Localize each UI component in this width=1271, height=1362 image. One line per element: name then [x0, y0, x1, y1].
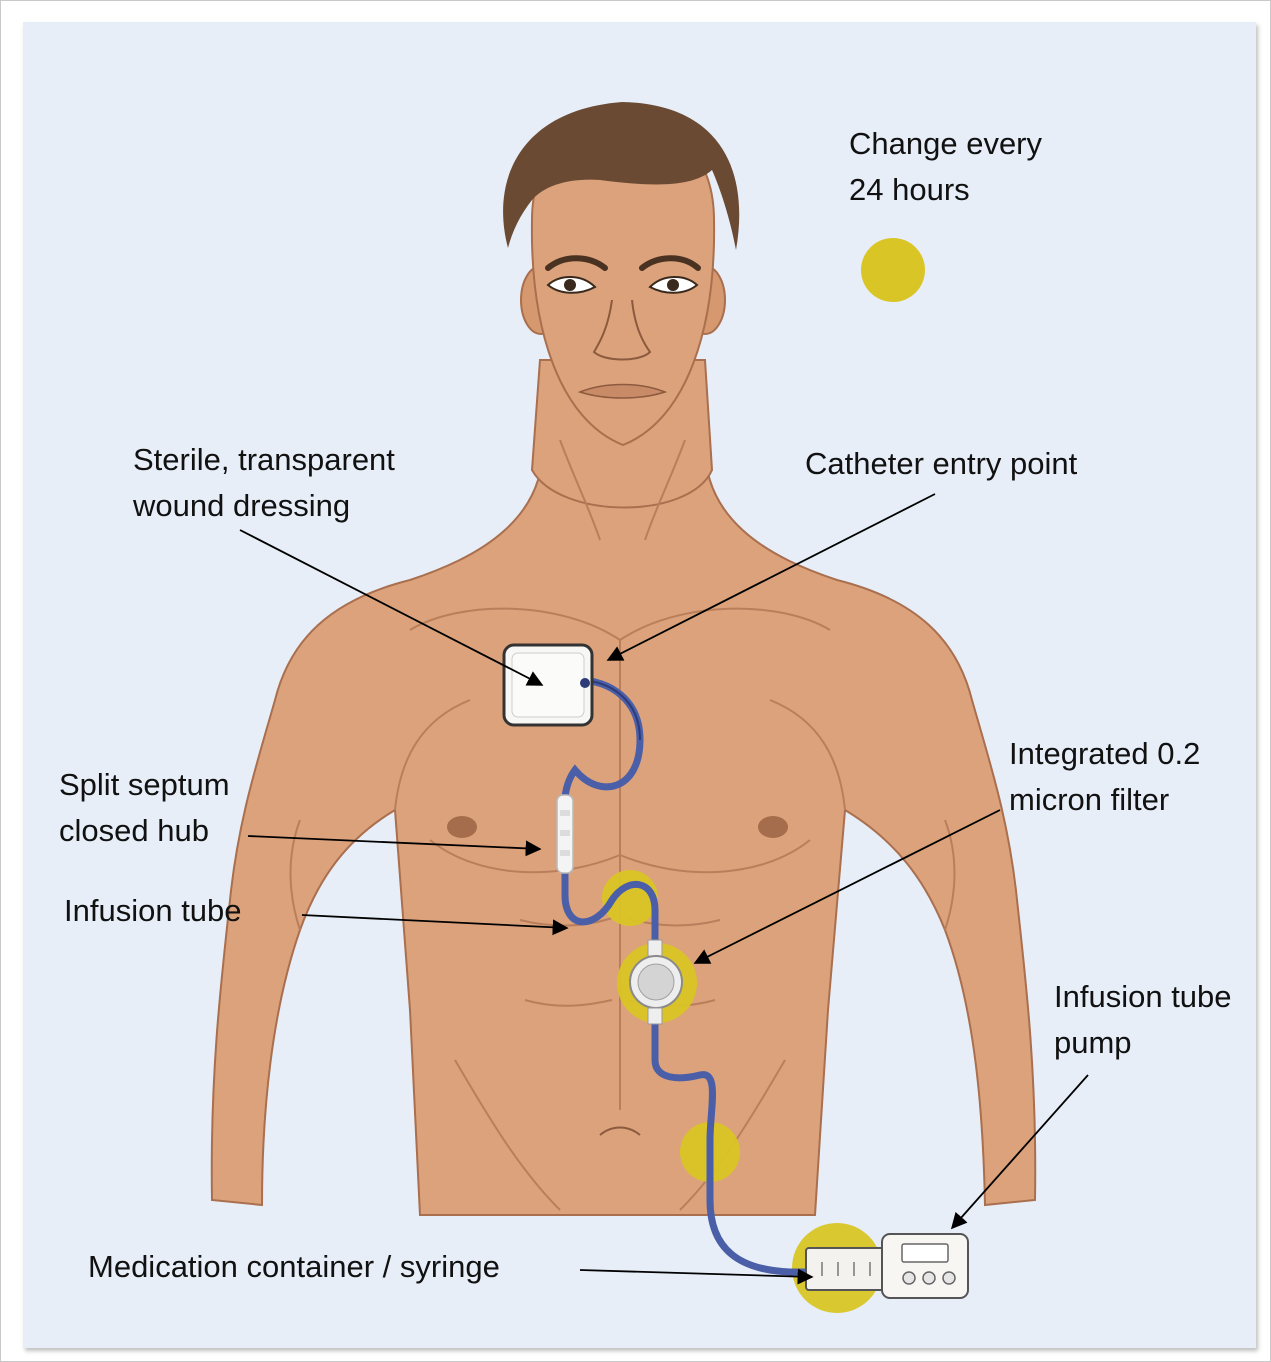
pump-line-2: pump	[1054, 1020, 1232, 1066]
tube-line-1: Infusion tube	[64, 888, 242, 934]
legend-label: Change every 24 hours	[849, 121, 1042, 213]
pump-line-1: Infusion tube	[1054, 974, 1232, 1020]
syringe-line-1: Medication container / syringe	[88, 1244, 500, 1290]
filter-line-1: Integrated 0.2	[1009, 731, 1200, 777]
filter-label: Integrated 0.2 micron filter	[1009, 731, 1200, 823]
entry-line-1: Catheter entry point	[805, 441, 1077, 487]
filter-line-2: micron filter	[1009, 777, 1200, 823]
dressing-line-1: Sterile, transparent	[133, 437, 395, 483]
syringe-label: Medication container / syringe	[88, 1244, 500, 1290]
entry-label: Catheter entry point	[805, 441, 1077, 487]
dressing-label: Sterile, transparent wound dressing	[133, 437, 395, 529]
wound-dressing	[504, 645, 592, 725]
torso	[212, 420, 1036, 1215]
closed-hub	[557, 795, 573, 873]
hub-line-2: closed hub	[59, 808, 230, 854]
tube-label: Infusion tube	[64, 888, 242, 934]
hub-label: Split septum closed hub	[59, 762, 230, 854]
hub-line-1: Split septum	[59, 762, 230, 808]
pump-label: Infusion tube pump	[1054, 974, 1232, 1066]
dressing-line-2: wound dressing	[133, 483, 395, 529]
legend-line-2: 24 hours	[849, 167, 1042, 213]
change-marker-legend	[861, 238, 925, 302]
legend-line-1: Change every	[849, 121, 1042, 167]
